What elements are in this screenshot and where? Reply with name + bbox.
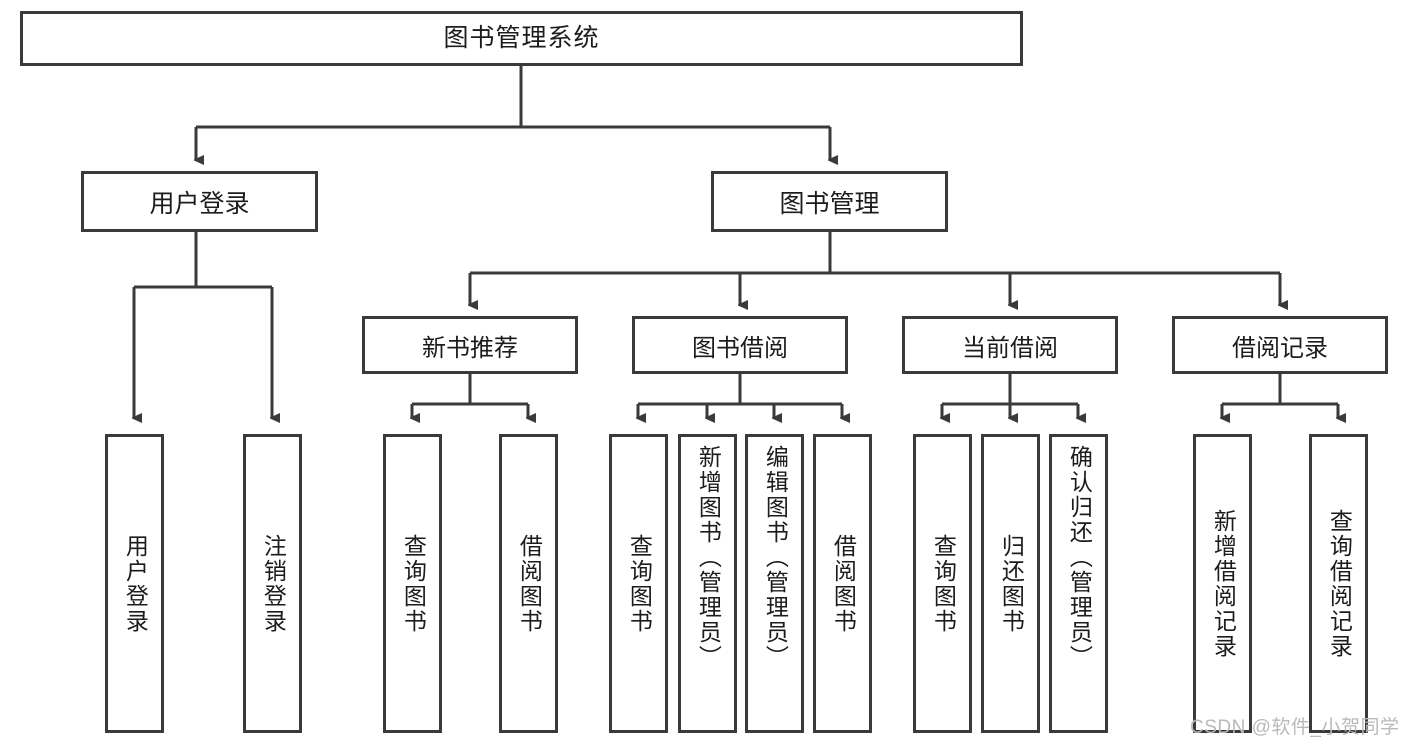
node-label: 用户登录 bbox=[149, 189, 250, 218]
leaf-label: 借阅图书 bbox=[830, 533, 857, 634]
leaf-label: 编辑图书（管理员） bbox=[762, 445, 789, 670]
leaf-add-borrow-record[interactable]: 新增借阅记录 bbox=[1193, 434, 1252, 733]
node-borrow-record[interactable]: 借阅记录 bbox=[1172, 316, 1388, 374]
leaf-label: 新增借阅记录 bbox=[1210, 508, 1237, 659]
leaf-label: 查询图书 bbox=[400, 533, 427, 634]
leaf-borrow-book[interactable]: 借阅图书 bbox=[813, 434, 872, 733]
node-label: 借阅记录 bbox=[1232, 334, 1328, 362]
leaf-borrow-book-recommend[interactable]: 借阅图书 bbox=[499, 434, 558, 733]
node-book-borrow[interactable]: 图书借阅 bbox=[632, 316, 848, 374]
node-book-management[interactable]: 图书管理 bbox=[711, 171, 948, 232]
leaf-label: 查询图书 bbox=[930, 533, 957, 634]
leaf-add-book-admin[interactable]: 新增图书（管理员） bbox=[678, 434, 737, 733]
leaf-label: 新增图书（管理员） bbox=[695, 445, 722, 670]
leaf-user-login[interactable]: 用户登录 bbox=[105, 434, 164, 733]
leaf-return-book[interactable]: 归还图书 bbox=[981, 434, 1040, 733]
node-label: 图书借阅 bbox=[692, 334, 788, 362]
leaf-query-book-recommend[interactable]: 查询图书 bbox=[383, 434, 442, 733]
leaf-logout-login[interactable]: 注销登录 bbox=[243, 434, 302, 733]
leaf-query-book-current[interactable]: 查询图书 bbox=[913, 434, 972, 733]
leaf-edit-book-admin[interactable]: 编辑图书（管理员） bbox=[745, 434, 804, 733]
node-label: 图书管理 bbox=[779, 189, 880, 218]
node-book-management-system[interactable]: 图书管理系统 bbox=[20, 11, 1023, 66]
node-new-book-recommend[interactable]: 新书推荐 bbox=[362, 316, 578, 374]
leaf-query-borrow-record[interactable]: 查询借阅记录 bbox=[1309, 434, 1368, 733]
node-label: 当前借阅 bbox=[962, 334, 1058, 362]
leaf-label: 确认归还（管理员） bbox=[1066, 445, 1093, 670]
leaf-confirm-return-admin[interactable]: 确认归还（管理员） bbox=[1049, 434, 1108, 733]
leaf-label: 注销登录 bbox=[260, 533, 287, 634]
node-user-login[interactable]: 用户登录 bbox=[81, 171, 318, 232]
leaf-query-book-borrow[interactable]: 查询图书 bbox=[609, 434, 668, 733]
node-label: 图书管理系统 bbox=[443, 23, 600, 52]
leaf-label: 归还图书 bbox=[998, 533, 1025, 634]
node-current-borrow[interactable]: 当前借阅 bbox=[902, 316, 1118, 374]
node-label: 新书推荐 bbox=[422, 334, 518, 362]
csdn-watermark: CSDN @软件_小贺同学 bbox=[1190, 717, 1400, 738]
leaf-label: 借阅图书 bbox=[516, 533, 543, 634]
leaf-label: 查询借阅记录 bbox=[1326, 508, 1353, 659]
leaf-label: 用户登录 bbox=[122, 533, 149, 634]
leaf-label: 查询图书 bbox=[626, 533, 653, 634]
